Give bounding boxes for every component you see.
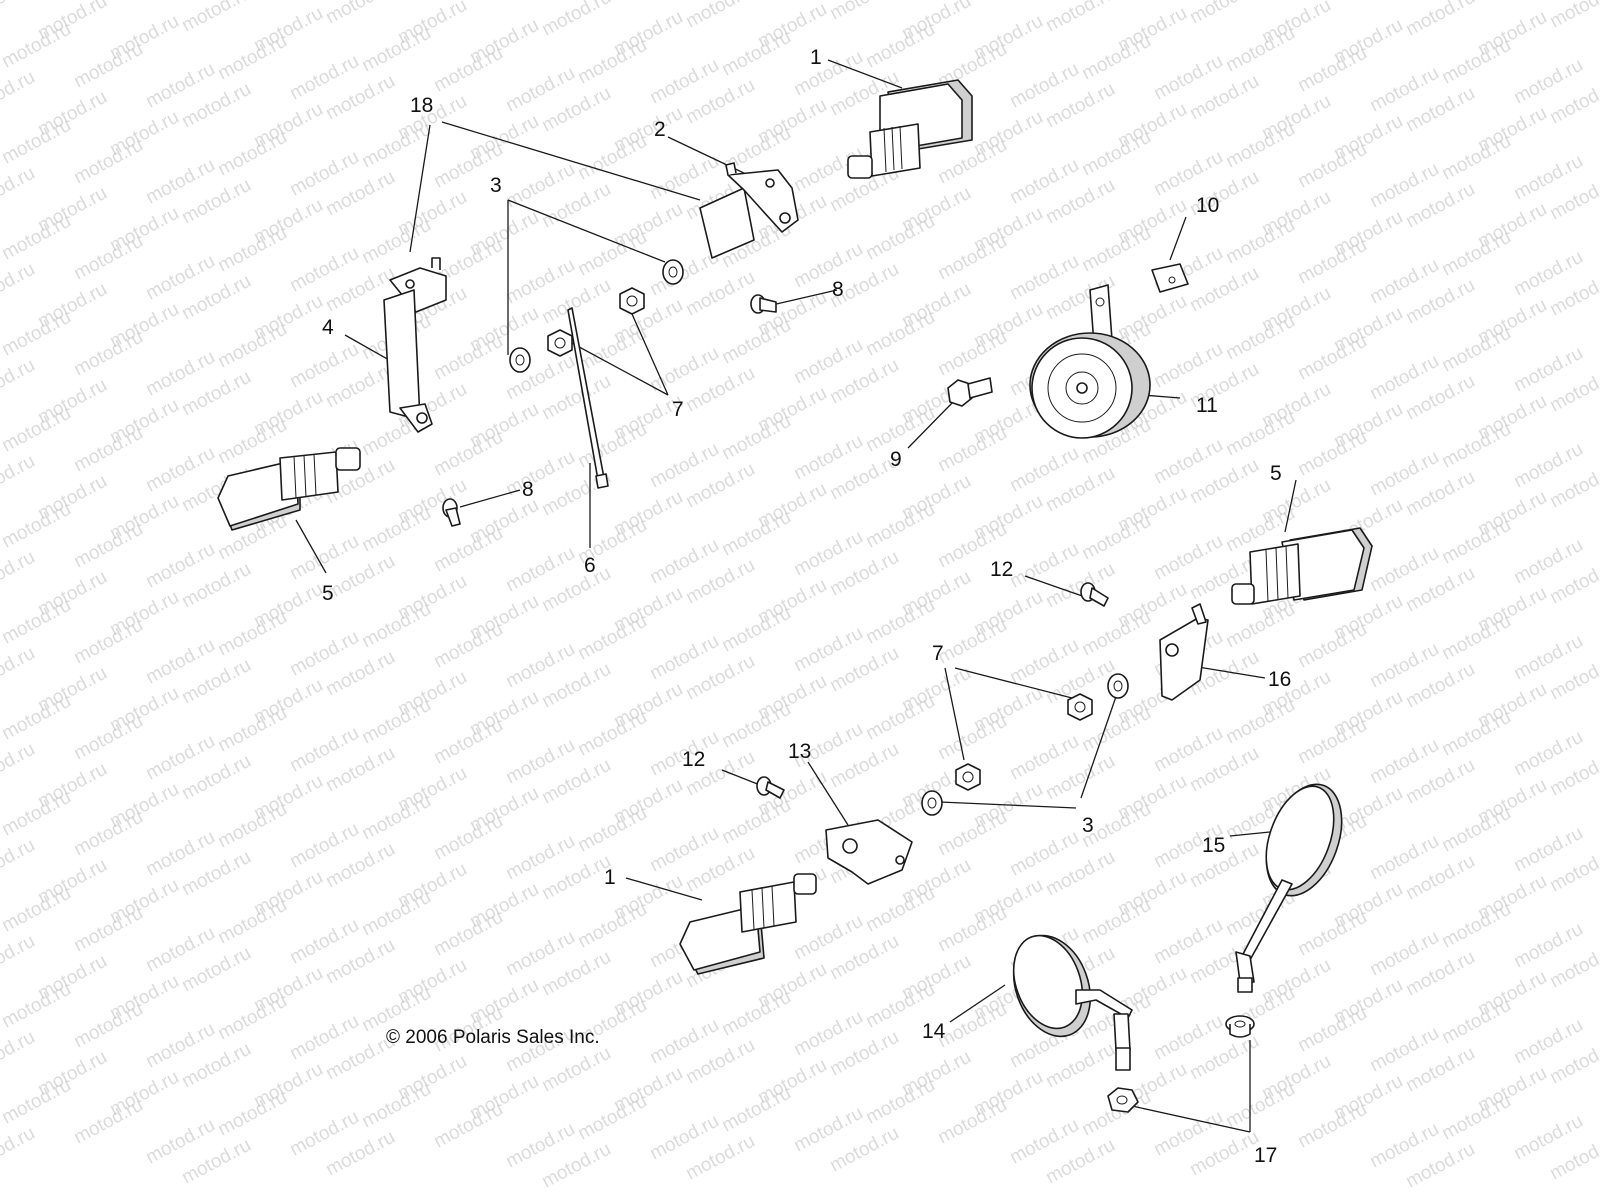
turn-signal-right — [1231, 527, 1373, 605]
watermark-text: motod.ru — [0, 1123, 39, 1177]
callout-1-lower: 1 — [604, 866, 616, 889]
callout-4: 4 — [322, 316, 334, 339]
bolt-horn — [947, 377, 993, 407]
watermark-text: motod.ru — [826, 0, 902, 24]
washer-top-left — [509, 347, 531, 373]
speed-nut-clip — [1151, 263, 1189, 293]
flange-nut-lower — [1107, 1087, 1139, 1113]
screw-left — [442, 498, 461, 527]
watermark-text: motod.ru — [0, 931, 39, 985]
nut-lower-right — [1067, 693, 1093, 721]
watermark-text: motod.ru — [538, 0, 614, 40]
watermark-text: motod.ru — [0, 163, 39, 217]
watermark-text: motod.ru — [0, 739, 39, 793]
callout-10: 10 — [1196, 194, 1219, 217]
cable-tie — [567, 307, 609, 489]
watermark-text: motod.ru — [1186, 0, 1262, 28]
watermark-text: motod.ru — [0, 67, 39, 121]
watermark-text: motod.ru — [0, 259, 39, 313]
callout-12-upper: 12 — [990, 558, 1013, 581]
callout-5-right: 5 — [1270, 462, 1282, 485]
callout-3-top: 3 — [490, 174, 502, 197]
callout-6: 6 — [584, 554, 596, 577]
callout-1-top: 1 — [810, 46, 822, 69]
callout-2: 2 — [654, 118, 666, 141]
nut-lower-left — [955, 763, 981, 791]
watermark-text: motod.ru — [0, 451, 39, 505]
callout-7-lower: 7 — [932, 642, 944, 665]
screw-top — [750, 294, 777, 314]
mirror-right — [1235, 783, 1343, 993]
watermark-text: motod.ru — [682, 0, 758, 32]
callout-18: 18 — [410, 94, 433, 117]
washer-top-left-hole — [515, 354, 525, 366]
callout-14: 14 — [922, 1020, 946, 1043]
watermark-text: motod.ru — [0, 643, 39, 697]
washer-top-right — [662, 259, 684, 285]
watermark-text: motod.ru — [1546, 0, 1600, 32]
bracket-top — [699, 162, 799, 259]
callout-17: 17 — [1254, 1144, 1277, 1167]
nut-top-left — [547, 329, 573, 357]
callout-15: 15 — [1202, 834, 1225, 857]
bracket-right — [1159, 603, 1209, 701]
callout-16: 16 — [1268, 668, 1291, 691]
horn — [1029, 284, 1151, 439]
watermark-text: motod.ru — [1402, 0, 1478, 40]
callout-8-top: 8 — [832, 278, 844, 301]
watermark-text: motod.ru — [0, 1027, 39, 1081]
callout-7-top: 7 — [672, 398, 684, 421]
turn-signal-lower-left — [679, 873, 817, 975]
callout-labels: 1 2 18 3 4 7 8 8 5 6 9 10 11 5 12 16 7 1… — [322, 46, 1291, 1167]
bracket-left — [383, 257, 447, 433]
watermark-text: motod.ru — [0, 547, 39, 601]
callout-13: 13 — [788, 740, 811, 763]
screw-upper-right — [1080, 582, 1109, 607]
watermark-text: motod.ru — [322, 0, 398, 28]
watermark-text: motod.ru — [178, 0, 254, 36]
callout-3-lower: 3 — [1082, 814, 1094, 837]
turn-signal-top-right — [847, 79, 973, 179]
washer-lower-right-hole — [1113, 680, 1123, 692]
washer-lower-left — [921, 790, 943, 816]
washer-top-right-hole — [668, 266, 678, 278]
callout-8-left: 8 — [522, 478, 534, 501]
watermark-text: motod.ru — [0, 355, 39, 409]
mirror-left — [1012, 934, 1133, 1071]
washer-lower-left-hole — [927, 797, 937, 809]
washer-lower-right — [1107, 673, 1129, 699]
callout-12-lower: 12 — [682, 748, 705, 771]
callout-5-left: 5 — [322, 582, 334, 605]
flange-nut-upper — [1225, 1015, 1255, 1038]
watermark-text: motod.ru — [0, 0, 39, 24]
watermark-text: motod.ru — [1042, 0, 1118, 36]
copyright-notice: © 2006 Polaris Sales Inc. — [386, 1027, 600, 1048]
callout-9: 9 — [890, 448, 902, 471]
callout-11: 11 — [1196, 394, 1218, 417]
watermark-text: motod.ru — [0, 835, 39, 889]
nut-top-right — [619, 287, 645, 315]
turn-signal-left — [217, 447, 361, 531]
bracket-lower — [825, 819, 913, 885]
screw-lower-left — [756, 776, 785, 799]
